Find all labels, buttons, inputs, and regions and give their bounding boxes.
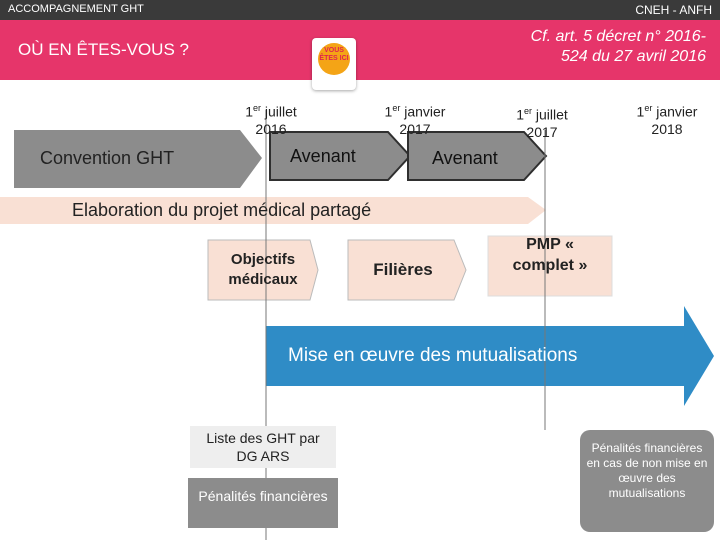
- decree-reference: Cf. art. 5 décret n° 2016- 524 du 27 avr…: [476, 27, 706, 67]
- elaboration-label: Elaboration du projet médical partagé: [72, 200, 372, 220]
- top-bar: ACCOMPAGNEMENT GHT CNEH - ANFH: [0, 0, 720, 20]
- mise-en-oeuvre-arrow: [266, 306, 714, 406]
- avenant-arrow-1: [269, 131, 412, 181]
- header-left: ACCOMPAGNEMENT GHT: [8, 3, 144, 15]
- penalites-right-box: [580, 430, 714, 532]
- you-are-here-badge: VOUS ÊTES ICI: [312, 38, 356, 90]
- convention-arrow: [14, 130, 262, 188]
- objectifs-label: Objectifs médicaux: [228, 251, 298, 288]
- avenant-label-2: Avenant: [432, 148, 498, 168]
- filieres-shape: [347, 239, 467, 301]
- liste-box: [190, 426, 336, 468]
- banner: OÙ EN ÊTES-VOUS ? Cf. art. 5 décret n° 2…: [0, 20, 720, 80]
- filieres-label: Filières: [373, 260, 433, 279]
- penalites-label: Pénalités financières: [198, 488, 328, 504]
- objectifs-shape: [207, 239, 319, 301]
- page-title: OÙ EN ÊTES-VOUS ?: [18, 40, 189, 59]
- pmp-label: PMP « complet »: [512, 236, 588, 274]
- pmp-shape: [487, 235, 613, 297]
- mise-en-oeuvre-label: Mise en œuvre des mutualisations: [288, 345, 578, 366]
- elaboration-arrow: [0, 197, 546, 224]
- penalites-box: [188, 478, 338, 528]
- avenant-arrow-2: [407, 131, 548, 181]
- penalites-right-label: Pénalités financières en cas de non mise…: [586, 441, 708, 500]
- convention-label: Convention GHT: [40, 148, 175, 168]
- header-right: CNEH - ANFH: [635, 3, 712, 17]
- decree-reference-line2: 524 du 27 avril 2016: [561, 48, 706, 65]
- avenant-label-1: Avenant: [290, 146, 356, 166]
- liste-label: Liste des GHT par DG ARS: [206, 430, 320, 464]
- decree-reference-line1: Cf. art. 5 décret n° 2016-: [530, 28, 706, 45]
- you-are-here-pin-icon: VOUS ÊTES ICI: [318, 43, 350, 75]
